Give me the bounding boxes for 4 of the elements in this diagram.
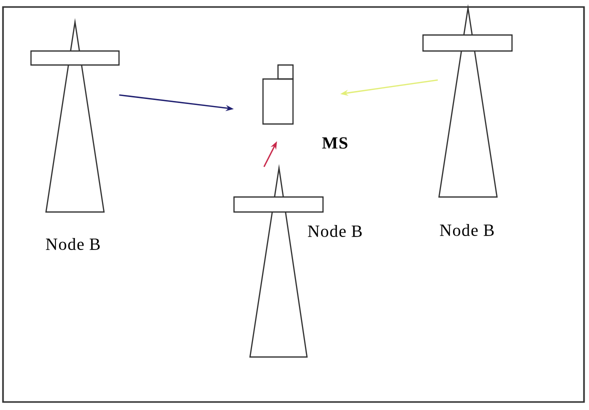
phone-label: MS [322,137,348,149]
tower-label: Node B [46,238,100,250]
tower-label: Node B [308,225,362,237]
tower-label: Node B [440,224,494,236]
